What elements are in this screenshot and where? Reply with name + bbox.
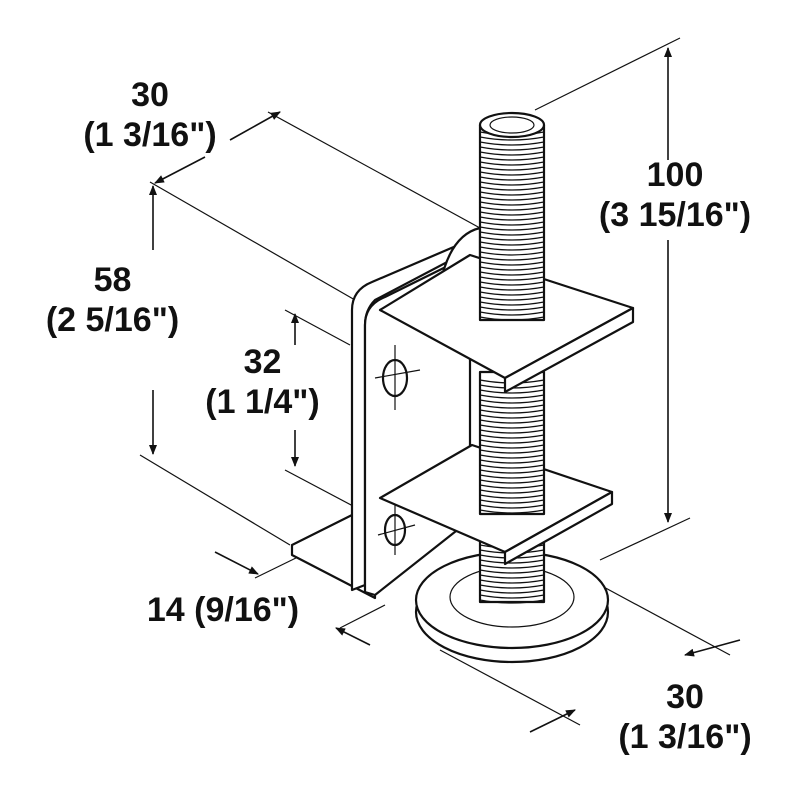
dimension-lines xyxy=(139,37,741,733)
total-height-imperial: (3 15/16") xyxy=(598,196,752,234)
total-height-metric: 100 xyxy=(646,156,704,194)
clamp-gap-imperial: (1 1/4") xyxy=(205,383,320,421)
clamp-gap-metric: 32 xyxy=(243,343,282,381)
bracket-height-metric: 58 xyxy=(93,261,132,299)
dimension-total-height: 100 (3 15/16") xyxy=(570,155,780,235)
dimension-bracket-height: 58 (2 5/16") xyxy=(20,260,205,340)
foot-width-metric: 30 xyxy=(666,678,704,716)
top-width-metric: 30 xyxy=(131,76,169,114)
dimension-foot-width: 30 (1 3/16") xyxy=(590,677,780,757)
threaded-rod-lower xyxy=(478,538,546,604)
threaded-rod-top xyxy=(478,111,546,322)
dimension-flange: 14 (9/16") xyxy=(118,590,328,630)
dimension-top-width: 30 (1 3/16") xyxy=(60,75,240,155)
foot-width-imperial: (1 3/16") xyxy=(618,718,752,756)
bracket-height-imperial: (2 5/16") xyxy=(45,301,180,339)
dimension-clamp-gap: 32 (1 1/4") xyxy=(185,342,340,422)
flange-text: 14 (9/16") xyxy=(146,591,300,629)
threaded-rod-middle xyxy=(478,370,546,516)
top-width-imperial: (1 3/16") xyxy=(83,116,217,154)
